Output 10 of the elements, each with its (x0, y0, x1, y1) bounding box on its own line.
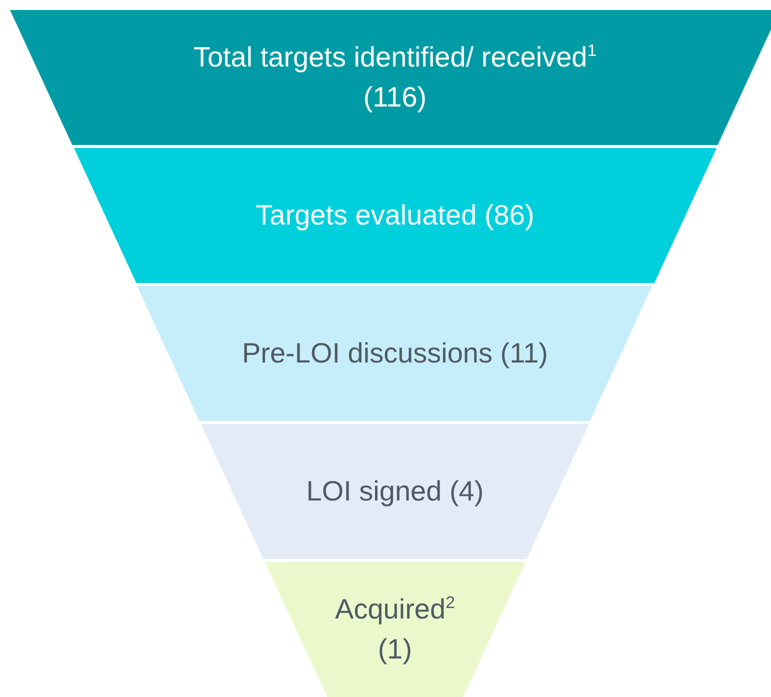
funnel-band (264, 562, 526, 697)
funnel-band (10, 10, 771, 145)
funnel-band (201, 424, 589, 559)
stage-label: Acquired$^{2}$ (1) (334, 592, 456, 666)
stage-label: Total targets identified/ received$^{1}$ (116) (192, 40, 598, 114)
stage-label: Targets evaluated (86) (254, 198, 536, 232)
funnel-band (74, 148, 716, 283)
stage-label: Pre-LOI discussions (11) (240, 336, 549, 370)
stage-label: LOI signed (4) (305, 474, 485, 508)
funnel-band (137, 286, 653, 421)
